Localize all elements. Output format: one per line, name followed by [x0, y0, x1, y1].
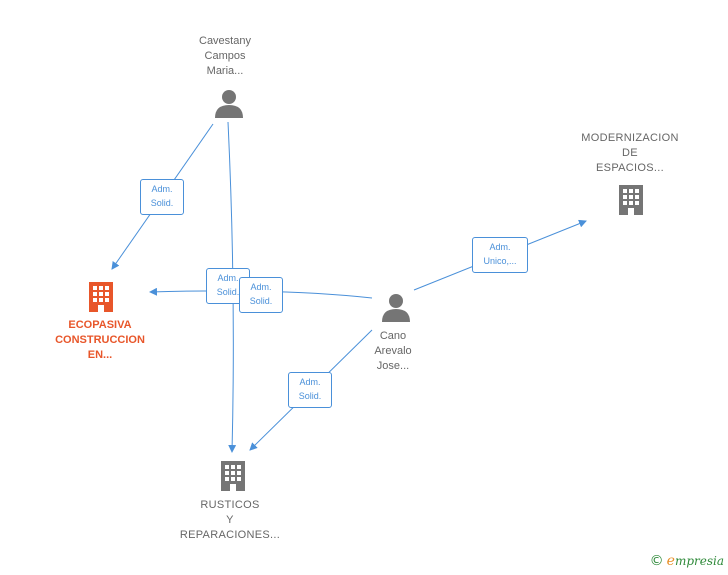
edge-label[interactable]: Adm. Solid.: [288, 372, 332, 408]
edge-role-detail: Solid.: [298, 391, 322, 401]
edge-role: Adm.: [489, 242, 511, 252]
person-label-cano[interactable]: Cano Arevalo Jose...: [374, 330, 412, 372]
edge-role: Adm.: [217, 273, 239, 283]
person-icon[interactable]: [214, 88, 244, 118]
copyright-icon: ©: [649, 553, 664, 569]
company-label-modernizacion[interactable]: MODERNIZACION DE ESPACIOS...: [581, 132, 679, 174]
edge-label[interactable]: Adm. Solid.: [140, 179, 184, 215]
building-icon[interactable]: [616, 183, 646, 215]
edge-role-detail: Solid.: [216, 287, 240, 297]
edge-label[interactable]: Adm. Solid.: [239, 277, 283, 313]
brand-initial: e: [666, 553, 675, 569]
edge-role: Adm.: [299, 377, 321, 387]
edge-role: Adm.: [151, 184, 173, 194]
brand-name: mpresia: [674, 554, 724, 568]
edge-role-detail: Solid.: [249, 296, 273, 306]
edge-label[interactable]: Adm. Unico,...: [472, 237, 528, 273]
company-label-ecopasiva[interactable]: ECOPASIVA CONSTRUCCION EN...: [55, 319, 145, 361]
building-icon[interactable]: [218, 459, 248, 491]
building-icon[interactable]: [86, 280, 116, 312]
company-label-rusticos[interactable]: RUSTICOS Y REPARACIONES...: [179, 499, 281, 541]
edge-role: Adm.: [250, 282, 272, 292]
brand-watermark: ©empresia: [650, 553, 724, 569]
edge-role-detail: Unico,...: [483, 256, 517, 266]
person-label-cavestany[interactable]: Cavestany Campos Maria...: [199, 35, 251, 77]
person-icon[interactable]: [381, 292, 411, 322]
edge-role-detail: Solid.: [150, 198, 174, 208]
